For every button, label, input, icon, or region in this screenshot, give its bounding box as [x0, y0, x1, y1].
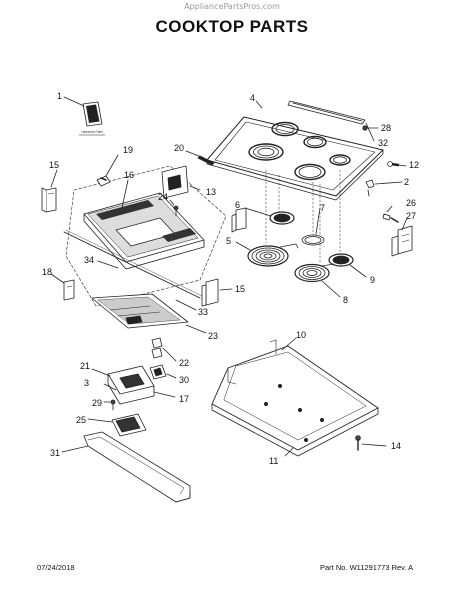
callout-13: 13 — [206, 187, 216, 197]
callout-3: 3 — [84, 378, 89, 388]
part-sensor-ring — [301, 207, 325, 246]
callout-9: 9 — [370, 275, 375, 285]
part-element-6 — [244, 207, 295, 225]
callout-32: 32 — [378, 138, 388, 148]
callout-15-upper: 15 — [49, 160, 59, 170]
callout-5: 5 — [226, 236, 231, 246]
part-bracket-15-upper — [41, 169, 58, 213]
callout-6: 6 — [235, 200, 240, 210]
part-clip — [365, 179, 403, 197]
callout-labels: 1 2 3 4 5 6 7 8 9 10 11 12 13 14 15 15 1… — [42, 91, 419, 466]
part-holder-6-bracket — [231, 207, 247, 233]
callout-21: 21 — [80, 361, 90, 371]
watermark: AppliancePartsPros.com — [184, 2, 280, 11]
callout-27: 27 — [406, 211, 416, 221]
part-element-9 — [328, 253, 367, 278]
callout-14: 14 — [391, 441, 401, 451]
page-title: COOKTOP PARTS — [155, 17, 309, 36]
part-control-panel — [83, 179, 205, 270]
part-front-trim — [185, 150, 215, 166]
part-switch-13 — [161, 165, 201, 199]
callout-19: 19 — [123, 145, 133, 155]
callout-24: 24 — [158, 192, 168, 202]
callout-16: 16 — [124, 170, 134, 180]
callout-25: 25 — [76, 415, 86, 425]
callout-8: 8 — [343, 295, 348, 305]
part-element-5 — [235, 241, 299, 267]
part-screw-26 — [382, 205, 399, 223]
part-screw-24 — [169, 199, 179, 217]
part-screw-29 — [103, 399, 116, 411]
callout-18: 18 — [42, 267, 52, 277]
part-screw-14 — [355, 435, 387, 451]
callout-20: 20 — [174, 143, 184, 153]
part-board-23 — [91, 293, 207, 334]
callout-12: 12 — [409, 160, 419, 170]
part-connector-30 — [149, 364, 177, 380]
callout-34: 34 — [84, 255, 94, 265]
part-cooktop-glass — [206, 100, 384, 201]
callout-30: 30 — [179, 375, 189, 385]
callout-10: 10 — [296, 330, 306, 340]
part-electronic-control — [91, 365, 176, 405]
callout-28: 28 — [381, 123, 391, 133]
callout-26: 26 — [406, 198, 416, 208]
footer-part-number: Part No. W11291773 Rev. A — [320, 563, 414, 572]
callout-11: 11 — [269, 456, 278, 466]
callout-22: 22 — [179, 358, 189, 368]
part-connector-22 — [151, 337, 177, 362]
part-knob — [96, 154, 119, 187]
callout-15-lower: 15 — [235, 284, 245, 294]
callout-1: 1 — [57, 91, 62, 101]
part-rear-trim — [287, 100, 375, 142]
part-literature — [63, 96, 103, 127]
part-bracket-15-lower — [201, 278, 233, 307]
footer-date: 07/24/2018 — [37, 563, 75, 572]
callout-29: 29 — [92, 398, 102, 408]
callout-2: 2 — [404, 177, 409, 187]
part-element-8 — [294, 263, 341, 298]
part-screw-3 — [103, 383, 117, 391]
callout-33: 33 — [198, 307, 208, 317]
callout-4: 4 — [250, 93, 255, 103]
callout-31: 31 — [50, 448, 60, 458]
callout-7: 7 — [320, 203, 325, 213]
part-wire-harness — [63, 229, 203, 299]
part-touch-board — [87, 413, 147, 437]
part-bracket-27 — [391, 217, 413, 257]
part-main-top — [211, 337, 379, 457]
callout-17: 17 — [179, 394, 189, 404]
part-panel-trim — [61, 431, 191, 503]
part-bracket-18 — [50, 273, 75, 301]
literature-label: Literature Parts — [81, 130, 103, 134]
callout-23: 23 — [208, 331, 218, 341]
part-screw-12 — [387, 161, 407, 167]
part-screw-28 — [362, 125, 379, 131]
